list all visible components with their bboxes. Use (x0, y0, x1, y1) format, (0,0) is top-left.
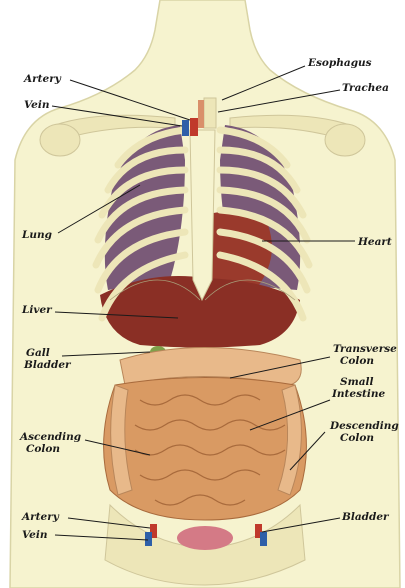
label-bladder-gall: Bladder (23, 359, 72, 371)
left-shoulder-joint (40, 124, 80, 156)
label-transverse-colon: Colon (340, 355, 374, 367)
top-artery (190, 118, 198, 136)
label-small-intestine: Intestine (331, 388, 385, 400)
label-descending-colon: Colon (340, 432, 374, 444)
label-descending: Descending (329, 420, 399, 432)
label-vein-bottom: Vein (22, 529, 48, 541)
label-esophagus: Esophagus (307, 57, 372, 69)
label-heart: Heart (357, 236, 392, 248)
bottom-left-vein (145, 532, 152, 546)
label-artery-bottom: Artery (21, 511, 60, 523)
sternum (190, 130, 215, 300)
label-bladder: Bladder (341, 511, 390, 523)
label-lung: Lung (21, 229, 52, 241)
esophagus-tube (198, 100, 204, 128)
intestine-mass (104, 378, 307, 521)
label-ascending: Ascending (19, 431, 81, 443)
bladder-organ (177, 526, 233, 550)
label-liver: Liver (21, 304, 53, 316)
label-artery-top: Artery (23, 73, 62, 85)
right-shoulder-joint (325, 124, 365, 156)
label-vein-top: Vein (24, 99, 50, 111)
label-transverse: Transverse (333, 343, 397, 355)
label-gall: Gall (26, 347, 50, 359)
trachea-tube (204, 98, 216, 128)
label-ascending-colon: Colon (26, 443, 60, 455)
top-vein (182, 120, 189, 136)
bottom-right-vein (260, 532, 267, 546)
label-small: Small (340, 376, 373, 388)
label-trachea: Trachea (342, 82, 389, 94)
